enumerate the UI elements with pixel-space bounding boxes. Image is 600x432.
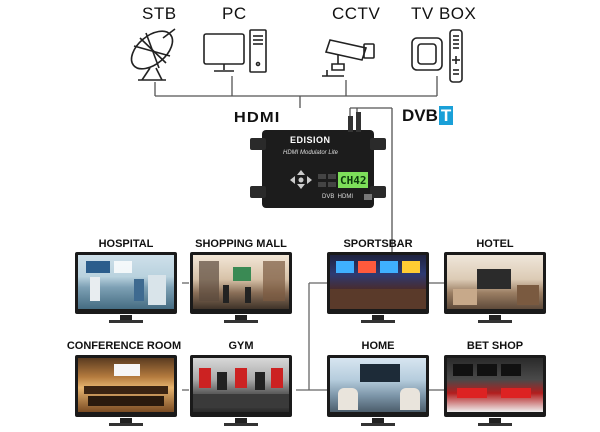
device-ports-label: DVB HDMI xyxy=(322,194,354,200)
nav-pad-icon xyxy=(290,170,312,189)
hdmi-logo: HDMI xyxy=(233,109,281,126)
tv-sportsbar xyxy=(327,252,429,323)
tv-gym xyxy=(190,355,292,426)
gym-scene-image xyxy=(193,358,289,412)
sportsbar-scene-image xyxy=(330,255,426,309)
desktop-computer-icon xyxy=(203,29,267,73)
conference-room-scene-image xyxy=(78,358,174,412)
device-brand: EDISION xyxy=(290,135,331,145)
hospital-scene-image xyxy=(78,255,174,309)
tv-hospital xyxy=(75,252,177,323)
source-label-cctv: CCTV xyxy=(332,4,381,23)
venue-label-sportsbar: SPORTSBAR xyxy=(343,238,413,250)
source-label-pc: PC xyxy=(222,4,247,23)
venue-label-shopping-mall: SHOPPING MALL xyxy=(195,238,287,250)
lcd-display-text: CH42 xyxy=(340,174,367,187)
shopping-mall-scene-image xyxy=(193,255,289,309)
bet-shop-scene-image xyxy=(447,358,543,412)
source-label-tvbox: TV BOX xyxy=(411,4,477,23)
source-label-stb: STB xyxy=(142,4,177,23)
tv-home xyxy=(327,355,429,426)
source-bus-lines xyxy=(154,76,438,108)
venue-label-conference-room: CONFERENCE ROOM xyxy=(66,340,182,352)
hotel-scene-image xyxy=(447,255,543,309)
hdmi-modulator-device xyxy=(250,112,386,208)
security-camera-icon xyxy=(322,39,375,77)
dvbt-logo-t: T xyxy=(438,106,454,125)
home-scene-image xyxy=(330,358,426,412)
venue-label-gym: GYM xyxy=(228,340,254,352)
venue-label-hotel: HOTEL xyxy=(476,238,514,250)
venue-label-home: HOME xyxy=(361,340,395,352)
tv-hotel xyxy=(444,252,546,323)
satellite-dish-icon xyxy=(130,28,176,81)
venue-label-bet-shop: BET SHOP xyxy=(466,340,524,352)
lcd-display-bg xyxy=(338,172,368,188)
tv-bet-shop xyxy=(444,355,546,426)
tv-shopping-mall xyxy=(190,252,292,323)
venue-label-hospital: HOSPITAL xyxy=(98,238,154,250)
tv-box-remote-icon xyxy=(411,29,463,83)
device-model: HDMI Modulator Lite xyxy=(283,150,339,156)
dvbt-logo-text: DVB xyxy=(402,106,438,125)
tv-conference-room xyxy=(75,355,177,426)
